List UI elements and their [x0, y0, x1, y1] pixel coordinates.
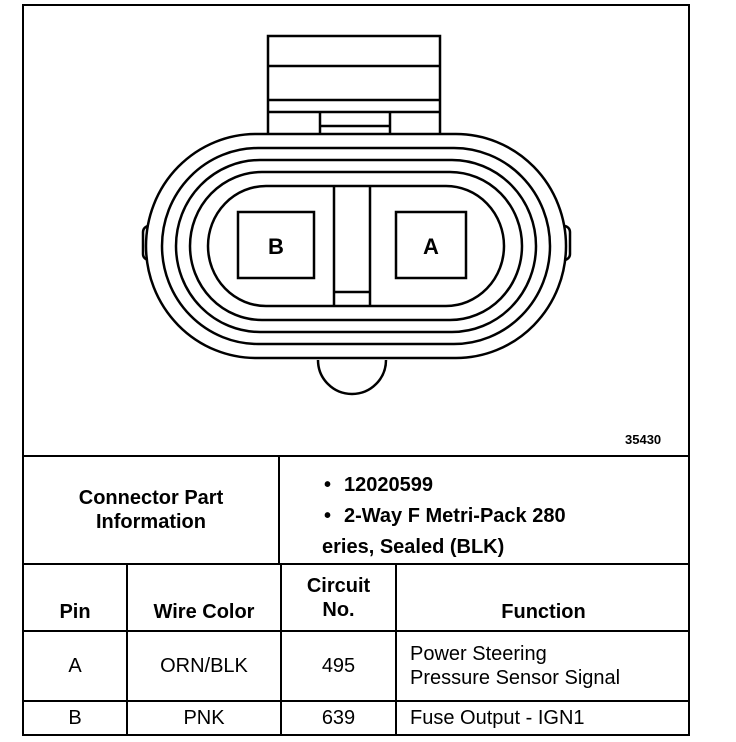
pin-cavity-a	[394, 210, 468, 280]
row-a-function: Power Steering Pressure Sensor Signal	[410, 632, 690, 700]
header-pin: Pin	[59, 601, 91, 623]
col-divider-2	[280, 563, 282, 734]
header-function: Function	[501, 601, 586, 623]
pin-cavity-b	[236, 210, 316, 280]
housing-outer	[144, 132, 568, 360]
row-a-function-line1: Power Steering	[410, 643, 547, 665]
row-a-wire-color: ORN/BLK	[160, 655, 248, 677]
rule-top	[22, 455, 690, 457]
header-circuit-no: Circuit No.	[282, 565, 395, 630]
row-b-wire-color: PNK	[183, 707, 225, 729]
row-a-function-line2: Pressure Sensor Signal	[410, 667, 621, 689]
header-wire-color: Wire Color	[153, 601, 255, 623]
header-circuit-line2: No.	[322, 598, 355, 621]
info-part-number: 12020599	[322, 470, 566, 501]
col-divider-1	[126, 563, 128, 734]
connector-info-label-line2: Information	[96, 511, 206, 533]
figure-number: 35430	[625, 432, 662, 447]
row-a-pin: A	[68, 655, 82, 677]
latch-body	[266, 34, 442, 142]
pin-label-b: B	[268, 234, 284, 259]
rule-header-bottom	[22, 630, 690, 632]
center-key	[332, 186, 372, 306]
info-description: 2-Way F Metri-Pack 280	[322, 501, 566, 532]
rule-row-a-bottom	[22, 700, 690, 702]
row-a-circuit: 495	[321, 655, 356, 677]
row-b-pin: B	[68, 707, 82, 729]
row-b-circuit: 639	[321, 707, 356, 729]
connector-info-label: Connector Part Information	[24, 457, 278, 563]
info-description-cont: eries, Sealed (BLK)	[322, 536, 505, 558]
connector-info-label-line1: Connector Part	[78, 487, 224, 509]
pin-label-a: A	[423, 234, 439, 259]
connector-info-list: 12020599 2-Way F Metri-Pack 280 eries, S…	[322, 470, 566, 563]
row-b-function: Fuse Output - IGN1	[410, 707, 585, 729]
header-circuit-line1: Circuit	[306, 574, 371, 597]
rule-info-bottom	[22, 563, 690, 565]
bottom-tab	[316, 359, 388, 396]
col-divider-3	[395, 563, 397, 734]
info-divider	[278, 455, 280, 565]
diagram-frame	[22, 4, 690, 736]
